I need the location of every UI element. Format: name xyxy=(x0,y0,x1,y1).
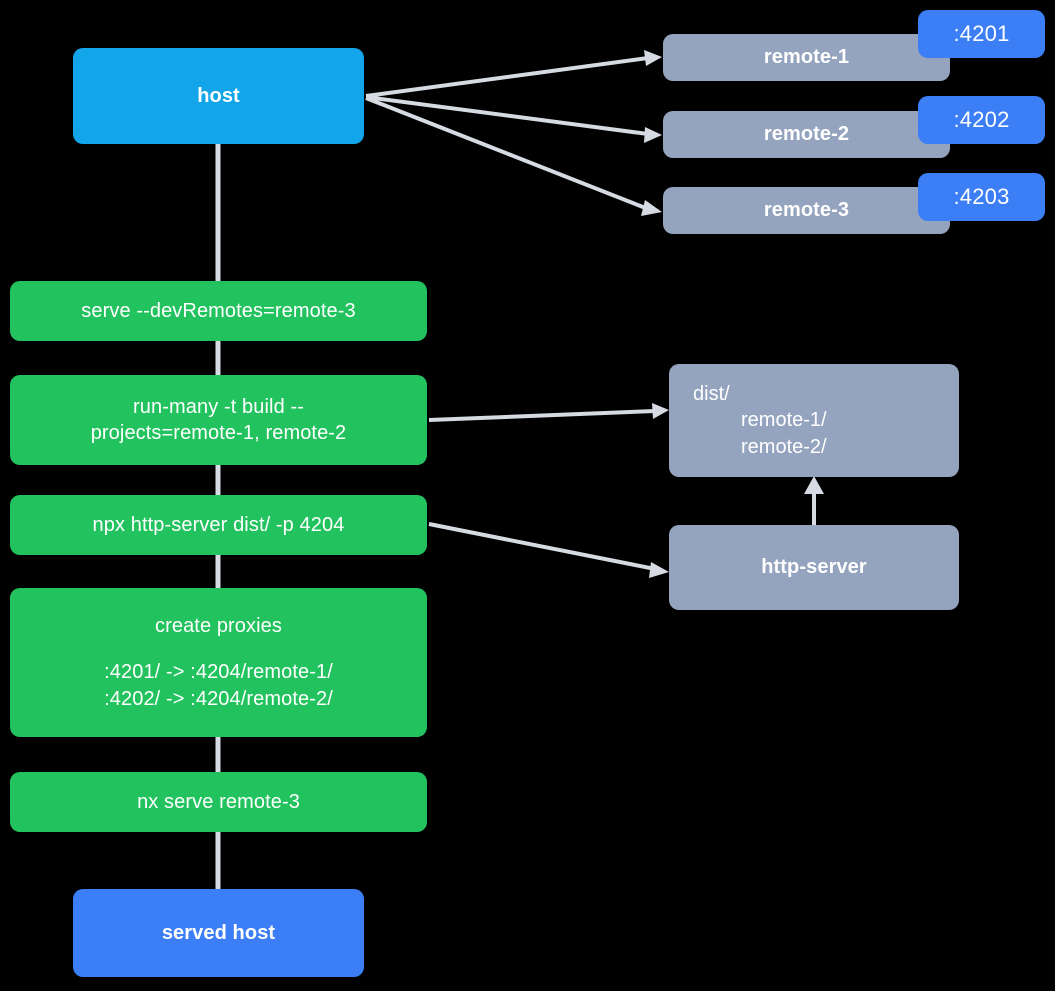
node-remote-1-label: remote-1 xyxy=(763,46,850,69)
edge-npx-to-http-server xyxy=(428,522,656,571)
arrowhead-remote-3 xyxy=(641,200,662,216)
node-http-server-label: http-server xyxy=(761,556,867,579)
node-remote-2[interactable]: remote-2 xyxy=(663,111,950,158)
node-command-serve-devremotes[interactable]: serve --devRemotes=remote-3 xyxy=(10,281,427,341)
node-command-run-many-label: run-many -t build -- projects=remote-1, … xyxy=(90,395,347,444)
edge-run-many-to-dist xyxy=(428,409,656,422)
node-http-server[interactable]: http-server xyxy=(669,525,959,610)
node-command-npx-http-server-label: npx http-server dist/ -p 4204 xyxy=(92,513,345,536)
node-command-run-many[interactable]: run-many -t build -- projects=remote-1, … xyxy=(10,375,427,465)
arrowhead-dist xyxy=(652,403,669,419)
arrowhead-remote-1 xyxy=(644,50,662,66)
badge-port-remote-2-label: :4202 xyxy=(953,107,1010,133)
arrowhead-remote-2 xyxy=(644,127,662,143)
create-proxies-mapping-1: :4201/ -> :4204/remote-1/ xyxy=(104,661,333,684)
create-proxies-mapping-2: :4202/ -> :4204/remote-2/ xyxy=(104,687,333,710)
node-host[interactable]: host xyxy=(73,48,364,144)
badge-port-remote-2[interactable]: :4202 xyxy=(918,96,1045,144)
node-host-label: host xyxy=(197,84,240,107)
arrowhead-http-server xyxy=(649,562,669,578)
edge-host-to-remote-1 xyxy=(365,56,649,98)
node-served-host-label: served host xyxy=(161,921,276,944)
dist-root-label: dist/ xyxy=(693,382,730,405)
create-proxies-heading: create proxies xyxy=(154,614,282,637)
node-remote-2-label: remote-2 xyxy=(763,123,850,146)
arrowhead-dist-from-server xyxy=(804,476,824,494)
node-remote-3-label: remote-3 xyxy=(763,199,850,222)
node-command-create-proxies[interactable]: create proxies :4201/ -> :4204/remote-1/… xyxy=(10,588,427,737)
node-command-nx-serve-remote-3-label: nx serve remote-3 xyxy=(137,790,300,813)
node-served-host[interactable]: served host xyxy=(73,889,364,977)
badge-port-remote-1[interactable]: :4201 xyxy=(918,10,1045,58)
dist-child-remote-1: remote-1/ xyxy=(741,409,827,432)
badge-port-remote-3-label: :4203 xyxy=(953,184,1010,210)
node-remote-3[interactable]: remote-3 xyxy=(663,187,950,234)
badge-port-remote-3[interactable]: :4203 xyxy=(918,173,1045,221)
node-remote-1[interactable]: remote-1 xyxy=(663,34,950,81)
edge-host-to-remote-2 xyxy=(365,95,649,136)
node-command-nx-serve-remote-3[interactable]: nx serve remote-3 xyxy=(10,772,427,832)
edge-host-to-remote-3 xyxy=(365,96,649,211)
node-command-npx-http-server[interactable]: npx http-server dist/ -p 4204 xyxy=(10,495,427,555)
dist-child-remote-2: remote-2/ xyxy=(741,435,827,458)
node-dist-directory[interactable]: dist/ remote-1/ remote-2/ xyxy=(669,364,959,477)
badge-port-remote-1-label: :4201 xyxy=(953,21,1010,47)
node-command-serve-devremotes-label: serve --devRemotes=remote-3 xyxy=(81,299,356,322)
